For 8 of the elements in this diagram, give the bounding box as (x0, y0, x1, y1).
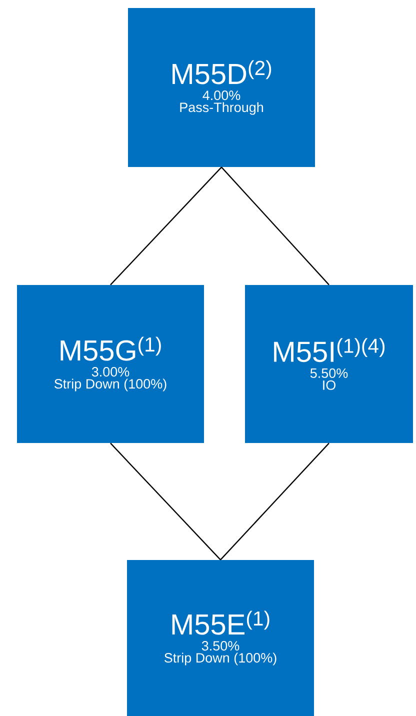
process-box: M55E$^{(1)}$ 3.50% Strip Down (100%) (127, 560, 314, 716)
connector-line (110, 442, 221, 560)
connector-line (220, 442, 330, 560)
process-box: M55G$^{(1)}$ 3.00% Strip Down (100%) (17, 285, 204, 443)
connector-line (221, 166, 330, 286)
process-box: M55D$^{(2)}$ 4.00% Pass-Through (128, 8, 315, 167)
connector-line (110, 166, 222, 286)
process-box: M55I$^{(1)(4)}$ 5.50% IO (245, 285, 413, 443)
